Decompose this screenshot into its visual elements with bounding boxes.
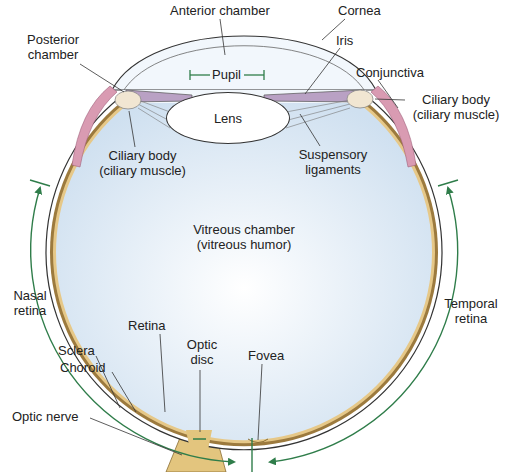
part-label: Anterior chamber — [170, 3, 270, 18]
part-label: Choroid — [60, 360, 106, 375]
conjunctiva — [371, 86, 416, 167]
cornea-inner — [122, 46, 366, 93]
leader-lines — [80, 19, 405, 455]
part-label: Ciliary body (ciliary muscle) — [406, 92, 506, 122]
part-label: Posterior chamber — [18, 32, 88, 62]
part-label: Conjunctiva — [356, 65, 424, 80]
part-label: Vitreous chamber (vitreous humor) — [174, 222, 314, 252]
part-label: Cornea — [338, 3, 381, 18]
part-label: Retina — [128, 318, 166, 333]
optic-disc-mark — [193, 438, 206, 440]
part-label: Suspensory ligaments — [288, 147, 378, 177]
vitreous-chamber — [56, 102, 432, 440]
part-label: Nasal retina — [4, 288, 56, 318]
lens-shape: Lens — [166, 92, 290, 144]
part-label: Optic nerve — [12, 409, 78, 424]
temporal-retina-arc — [270, 188, 458, 462]
optic-nerve-head — [186, 430, 212, 450]
retina — [53, 99, 435, 443]
part-label: Iris — [336, 33, 353, 48]
part-label: Temporal retina — [436, 296, 506, 326]
choroid — [50, 96, 438, 446]
part-label: Pupil — [212, 67, 241, 82]
region-ticks — [30, 180, 458, 472]
part-label: Optic disc — [182, 337, 222, 367]
part-label: Fovea — [248, 348, 284, 363]
part-label: Ciliary body (ciliary muscle) — [90, 148, 195, 178]
ciliary-body — [347, 90, 373, 108]
ciliary-body — [115, 91, 141, 109]
part-label: Sclera — [58, 343, 95, 358]
lens-label: Lens — [214, 111, 242, 126]
sclera — [46, 92, 442, 450]
